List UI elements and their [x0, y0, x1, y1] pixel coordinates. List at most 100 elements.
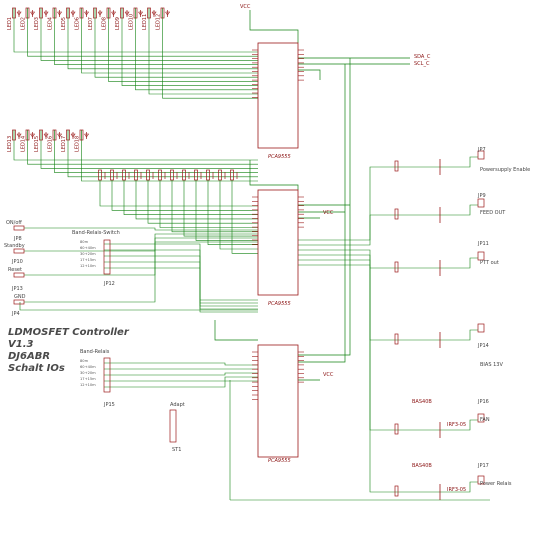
addr-wire	[298, 69, 321, 80]
band-relay-wire	[104, 362, 258, 366]
connector-wire	[440, 156, 478, 168]
led-triangle	[70, 133, 76, 138]
led-label: LED15	[34, 136, 40, 152]
gnd-wire	[19, 302, 258, 311]
vcc-label-2: VCC	[323, 210, 334, 216]
connector-body	[477, 198, 485, 208]
resistor	[170, 169, 174, 181]
led-to-ic-wire	[13, 18, 258, 53]
led-label: LED13	[7, 136, 13, 152]
connector-wire	[440, 204, 478, 216]
led-to-ic2-wire	[147, 180, 258, 224]
led-to-ic-wire	[67, 140, 258, 178]
button-wire-reset	[24, 237, 258, 276]
connector-jp17-ref: JP17	[477, 463, 489, 469]
connector-jp12-label: Band-Relais-Switch	[72, 230, 120, 236]
connector-jp4: GND JP4	[11, 294, 26, 317]
led-to-ic2-wire	[231, 180, 258, 254]
vcc-label-1: VCC	[240, 4, 251, 10]
led-triangle	[57, 11, 63, 16]
connector-jp13-label: Reset	[8, 267, 22, 273]
title-line4: Schalt IOs	[8, 363, 65, 374]
resistor	[52, 7, 57, 19]
led-triangle	[124, 11, 130, 16]
resistor	[147, 7, 151, 19]
resistor	[79, 7, 84, 19]
led-label: LED2	[21, 17, 27, 30]
band-switch-wire	[104, 249, 258, 304]
led-to-ic2-wire	[171, 180, 258, 233]
led-label: LED12	[156, 14, 162, 30]
button-wire-on-off	[24, 227, 258, 231]
resistor	[110, 169, 114, 181]
connector-jp11: JP11 PTT out	[477, 241, 499, 266]
led-to-ic-wire	[67, 18, 258, 70]
resistor	[182, 169, 186, 181]
led-to-ic-wire	[108, 18, 258, 82]
jp-body	[13, 272, 25, 278]
resistor	[66, 129, 70, 141]
led-triangle	[151, 11, 157, 16]
ic1-body	[257, 42, 299, 149]
jp-body	[13, 299, 25, 305]
resistor	[218, 169, 222, 181]
led-to-ic-wire	[121, 18, 258, 86]
connector-jp9: JP9 FEED OUT	[477, 193, 506, 216]
resistor	[39, 7, 43, 19]
led-label: LED8	[102, 17, 108, 30]
resistor	[12, 129, 16, 141]
band-switch-wire	[104, 255, 258, 307]
resistor	[394, 333, 399, 345]
led-to-ic2-wire	[219, 180, 258, 250]
resistor	[106, 7, 111, 19]
diode-1-label: BAS40B	[412, 399, 432, 405]
connector-jp16-label: FAN	[480, 417, 490, 423]
led-to-ic-wire	[162, 18, 258, 99]
st1-body	[169, 409, 177, 443]
led-to-ic-wire	[54, 140, 258, 173]
led-triangle	[111, 11, 117, 16]
resistor	[52, 129, 57, 141]
resistor	[25, 7, 30, 19]
led-label: LED3	[34, 17, 40, 30]
led-to-ic2-wire	[195, 180, 258, 241]
band15-4: 12+10m	[80, 383, 96, 387]
led-label: LED6	[75, 17, 81, 30]
jp-body	[13, 225, 25, 231]
resistor	[98, 169, 102, 181]
connector-wire	[440, 419, 478, 431]
title-line2: V1.3	[8, 339, 33, 350]
sda-bus	[298, 58, 351, 356]
led-triangle	[84, 133, 90, 138]
mosfet-2-label: IRF3-05	[447, 487, 466, 493]
connector-jp16: JP16 FAN	[477, 399, 490, 423]
connector-jp17: JP17 Power Relais	[477, 463, 512, 487]
title-line1: LDMOSFET Controller	[8, 327, 130, 338]
led-label: LED10	[129, 14, 135, 30]
connector-jp15: Band-Relais JP15 80m 60+40m 30+20m 17+15…	[80, 349, 115, 408]
connector-jp12-ref: JP12	[103, 281, 115, 287]
band12-3: 17+15m	[80, 258, 96, 262]
resistor	[134, 169, 138, 181]
connector-st1-label: Adapt	[170, 402, 185, 408]
ic3-body	[257, 344, 299, 458]
resistor	[25, 129, 30, 141]
led-to-ic-wire	[40, 18, 258, 61]
band15-0: 80m	[80, 359, 89, 363]
connector-jp9-label: FEED OUT	[480, 210, 506, 216]
sda-net-label: SDA_C	[414, 54, 431, 60]
connector-jp13: Reset JP13	[8, 267, 23, 292]
ic1-label: PCA9555	[268, 154, 291, 160]
led-triangle	[43, 133, 49, 138]
connector-jp14-ref: JP14	[477, 343, 489, 349]
led-label: LED1	[7, 17, 13, 30]
resistor	[394, 423, 399, 435]
jp-body	[13, 248, 25, 254]
connector-body	[477, 251, 485, 261]
connector-jp7-label: Powersupply Enable	[480, 167, 530, 173]
led-to-ic-wire	[40, 140, 258, 169]
led-label: LED14	[21, 136, 27, 152]
resistor	[194, 169, 198, 181]
led-to-ic-wire	[54, 18, 258, 65]
